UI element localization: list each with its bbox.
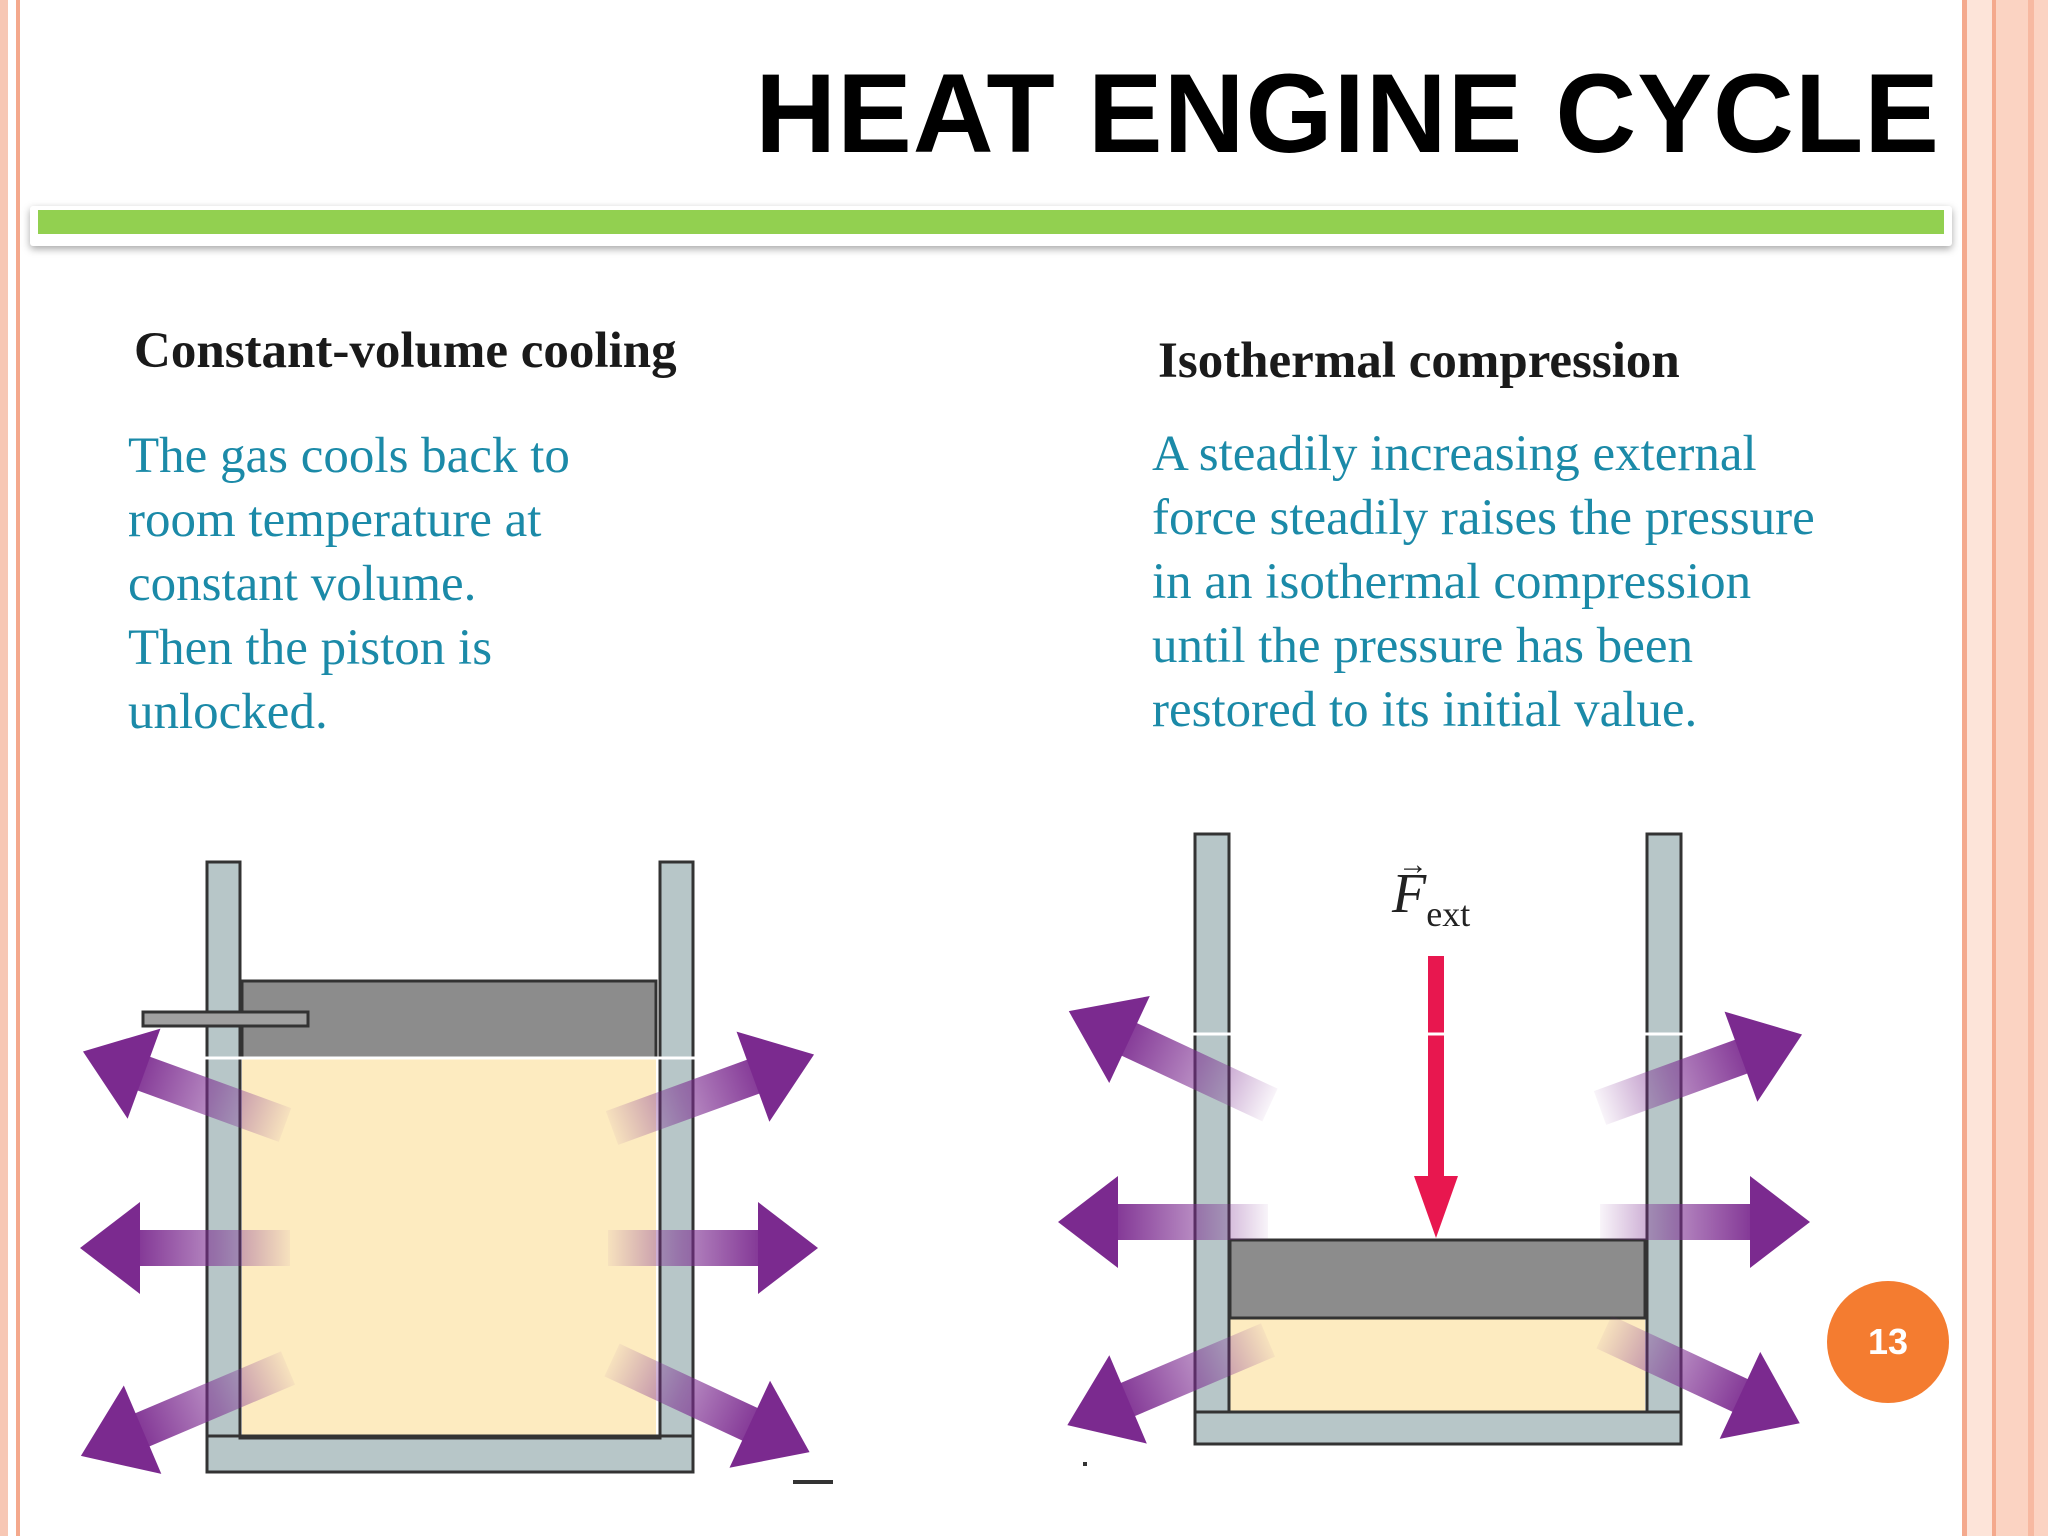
left-text-line: Then the piston is xyxy=(128,620,493,676)
right-text-line: force steadily raises the pressure xyxy=(1152,490,1815,546)
right-panel-heading: Isothermal compression xyxy=(1158,333,1680,389)
piston-lock-pin xyxy=(141,1010,310,1028)
right-border-strip xyxy=(1967,0,1992,1536)
left-text-line: room temperature at xyxy=(128,492,542,548)
right-border-line xyxy=(1962,0,1967,1536)
heat-arrow xyxy=(1596,1315,1800,1439)
vector-arrow-icon: → xyxy=(1398,848,1428,881)
left-text-line: The gas cools back to xyxy=(128,428,570,484)
heat-arrow xyxy=(1600,1176,1810,1268)
heat-arrow xyxy=(1058,1176,1268,1268)
left-heat-arrows xyxy=(80,1028,818,1474)
heat-arrow xyxy=(80,1202,290,1294)
right-text-line: A steadily increasing external xyxy=(1152,426,1757,482)
right-cylinder-base xyxy=(1193,1410,1683,1446)
right-border-line-2 xyxy=(1992,0,1996,1536)
right-text-line: until the pressure has been xyxy=(1152,618,1694,674)
right-text-line: restored to its initial value. xyxy=(1152,682,1698,738)
left-panel-description: The gas cools back to room temperature a… xyxy=(128,424,570,744)
slide-title: HEAT ENGINE CYCLE xyxy=(755,51,1940,176)
left-text-line: constant volume. xyxy=(128,556,477,612)
left-border-strip xyxy=(0,0,8,1536)
right-heat-arrows xyxy=(1058,995,1810,1444)
heat-arrow xyxy=(1068,995,1278,1122)
right-gas xyxy=(1230,1318,1645,1412)
title-rule xyxy=(38,210,1944,234)
heat-arrow xyxy=(604,1343,810,1468)
external-force-label: →Fext xyxy=(1392,848,1471,934)
external-force-arrow xyxy=(1414,956,1458,1238)
left-cylinder xyxy=(141,860,700,1474)
right-panel-description: A steadily increasing external force ste… xyxy=(1152,422,1815,742)
left-gas xyxy=(242,1058,656,1436)
heat-arrow xyxy=(608,1202,818,1294)
left-panel-heading: Constant-volume cooling xyxy=(134,323,677,379)
left-cylinder-base xyxy=(205,1434,695,1474)
right-border-band xyxy=(1996,0,2048,1536)
page-number-badge: 13 xyxy=(1827,1281,1949,1403)
right-piston xyxy=(1228,1238,1647,1320)
left-border-line xyxy=(16,0,20,1536)
heat-arrow xyxy=(605,1031,815,1145)
right-text-line: in an isothermal compression xyxy=(1152,554,1752,610)
left-text-line: unlocked. xyxy=(128,684,328,740)
heat-arrow xyxy=(82,1028,292,1142)
heat-arrow xyxy=(80,1351,296,1474)
heat-arrow xyxy=(1593,1011,1803,1125)
force-subscript: ext xyxy=(1426,894,1471,934)
heat-arrow xyxy=(1067,1323,1276,1444)
right-border-line-3 xyxy=(2028,0,2034,1536)
